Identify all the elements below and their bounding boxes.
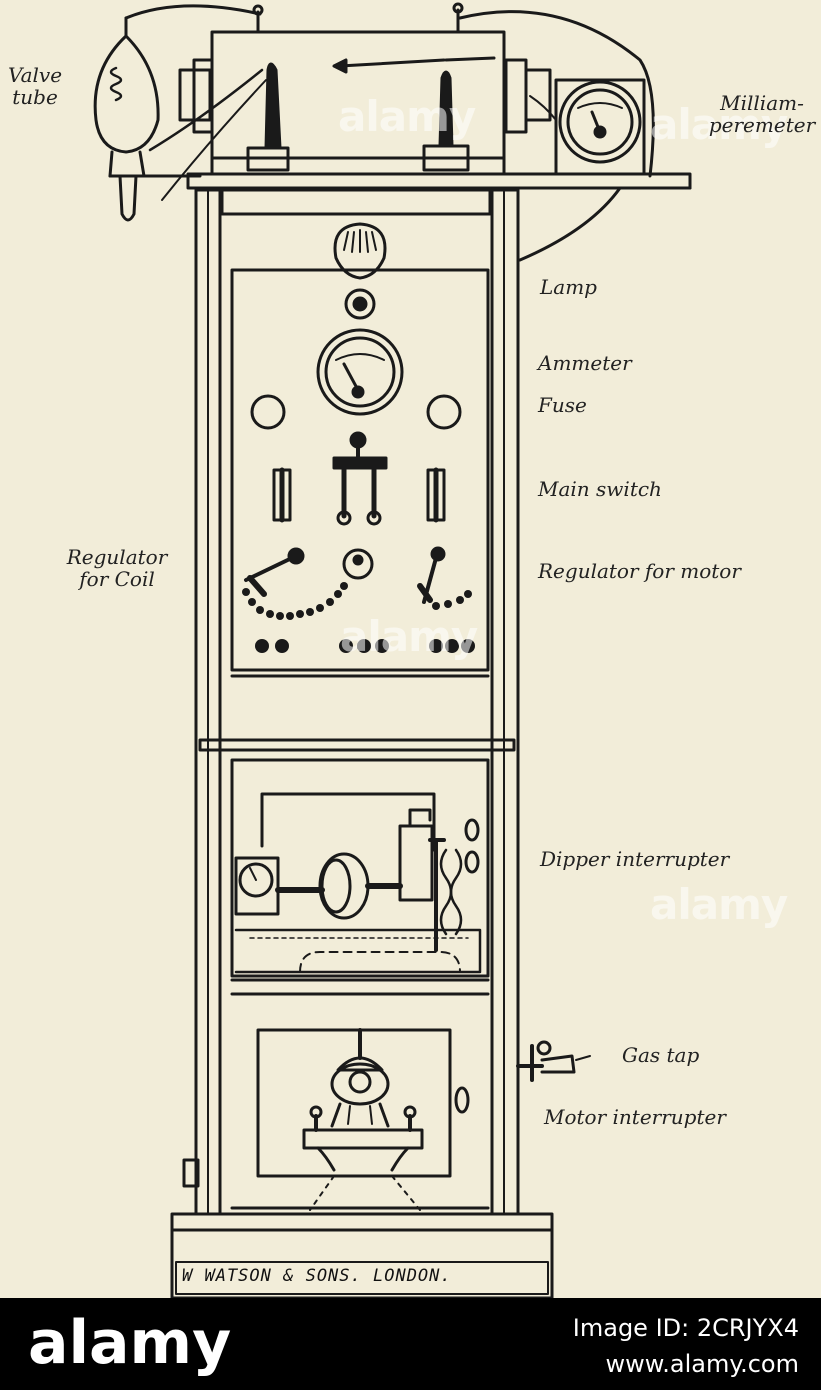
footer-bar: alamy Image ID: 2CRJYX4 www.alamy.com — [0, 1298, 821, 1390]
x-ray-cabinet-illustration — [93, 2, 692, 1298]
label-valve-tube: Valve tube — [7, 63, 63, 109]
label-milliamperemeter: Milliam- peremeter — [708, 91, 816, 137]
watermark: alamy — [338, 92, 476, 141]
switchboard-panel — [230, 268, 490, 672]
top-apparatus — [93, 2, 692, 262]
label-main-switch: Main switch — [538, 477, 662, 501]
label-dipper-interrupter: Dipper interrupter — [540, 847, 730, 871]
switchboard-instruments — [242, 222, 475, 653]
label-gas-tap: Gas tap — [622, 1043, 700, 1067]
motor-interrupter — [302, 1028, 576, 1211]
alamy-logo[interactable]: alamy — [28, 1308, 232, 1378]
watermark: alamy — [650, 100, 788, 149]
cabinet-base — [170, 1212, 554, 1298]
label-ammeter: Ammeter — [538, 351, 632, 375]
motor-regulator-studs — [432, 590, 472, 610]
label-regulator-for-motor: Regulator for motor — [538, 559, 741, 583]
cabinet-frame — [170, 188, 554, 1298]
ammeter-dial — [316, 328, 404, 416]
fuse-left — [250, 394, 286, 430]
lamp-bulb — [333, 222, 387, 280]
coil-regulator-studs — [242, 582, 348, 620]
milliamperemeter-dial — [558, 80, 642, 164]
fuse-right — [426, 394, 462, 430]
dipper-interrupter — [234, 792, 482, 974]
top-shelf — [186, 172, 692, 190]
image-id: Image ID: 2CRJYX4 — [572, 1314, 799, 1342]
diagram-plate — [93, 2, 692, 1298]
terminal-row — [255, 639, 475, 653]
watermark: alamy — [340, 612, 478, 661]
label-motor-interrupter: Motor interrupter — [544, 1105, 726, 1129]
label-regulator-for-coil: Regulator for Coil — [66, 545, 168, 591]
watermark: alamy — [650, 880, 788, 929]
site-url[interactable]: www.alamy.com — [605, 1350, 799, 1378]
valve-tube-bulb — [93, 34, 160, 154]
label-lamp: Lamp — [540, 275, 597, 299]
label-fuse: Fuse — [538, 393, 587, 417]
maker-plate: W WATSON & SONS. LONDON. — [182, 1266, 452, 1286]
